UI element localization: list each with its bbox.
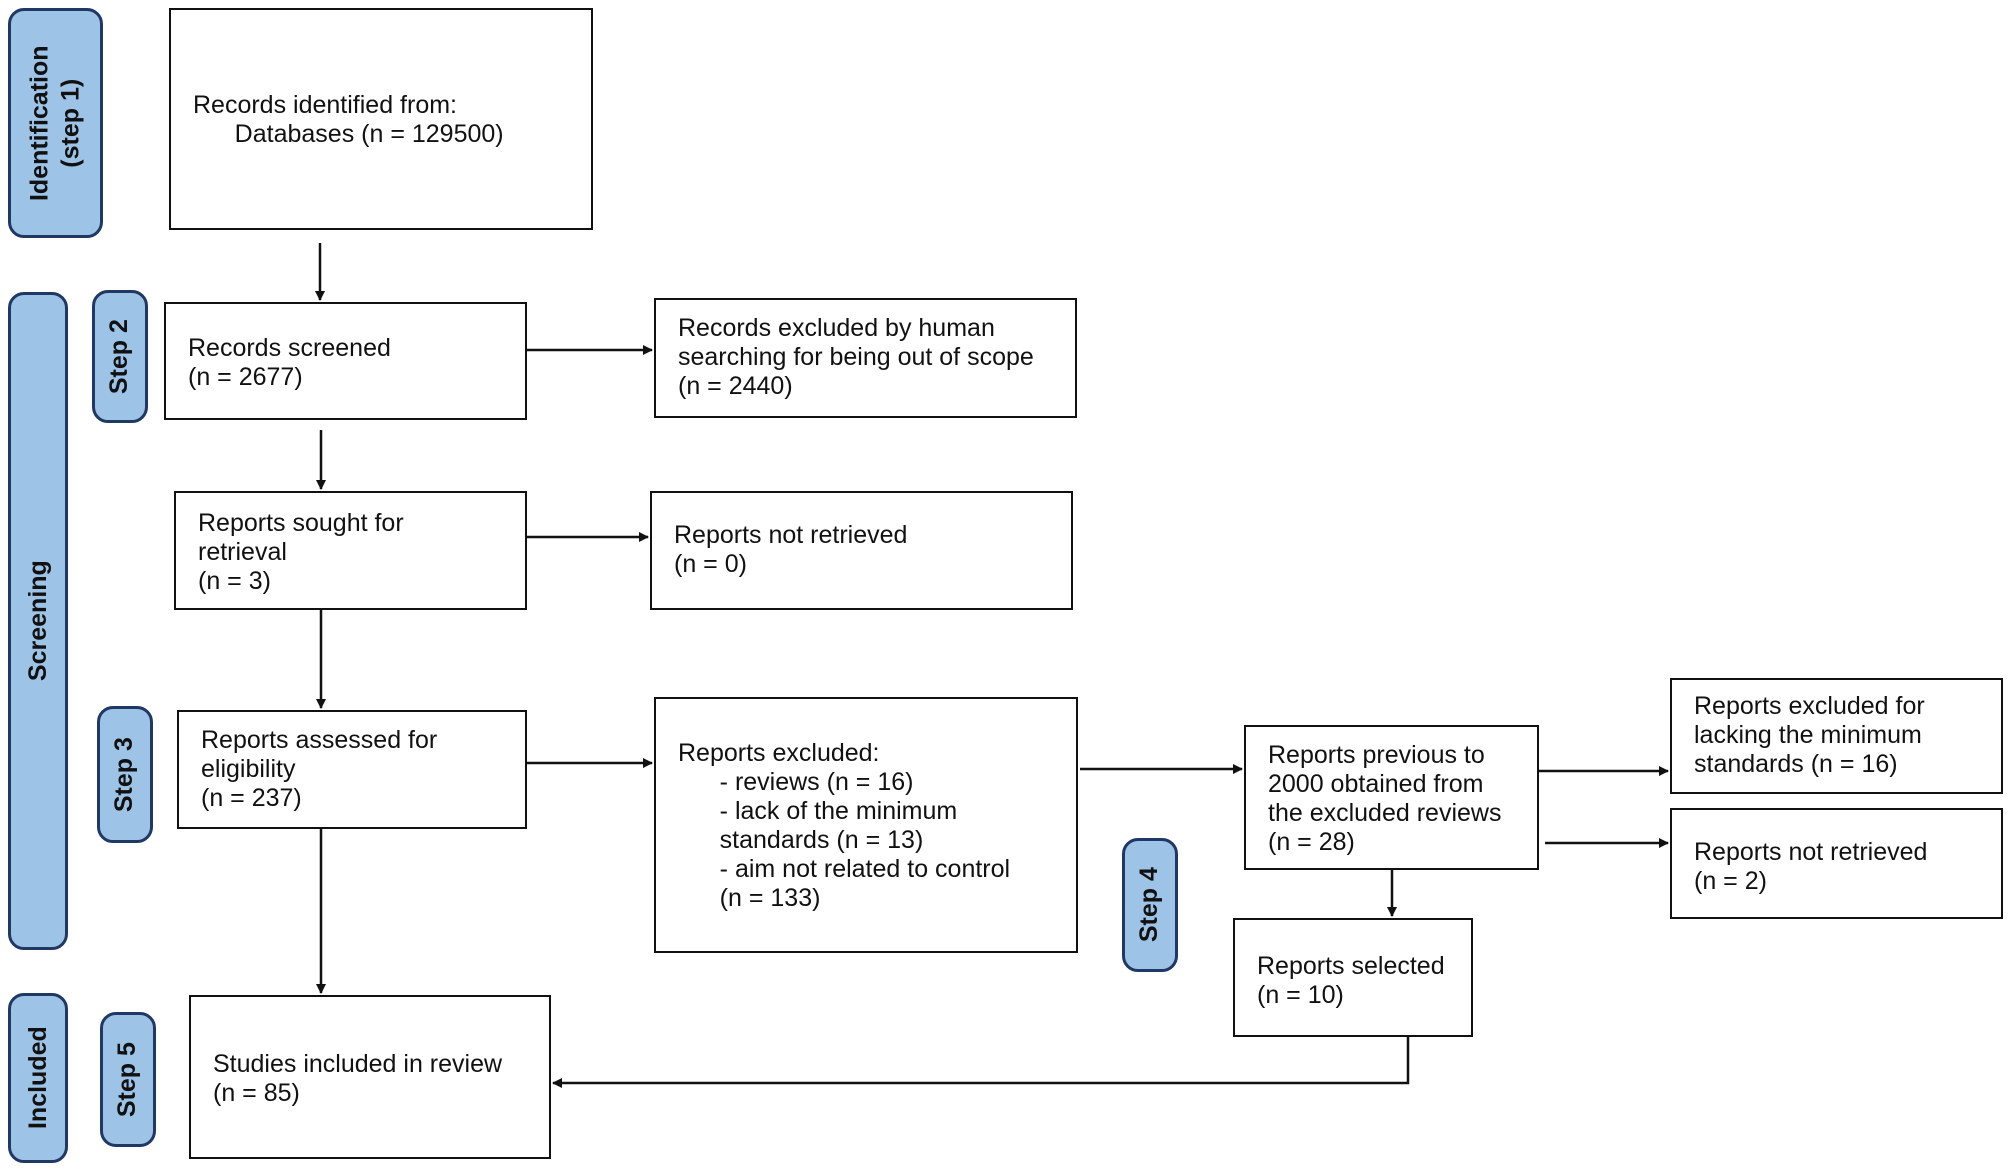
box-line: Reports excluded for	[1694, 692, 1925, 720]
box-line: (n = 0)	[674, 550, 747, 578]
box-line: Reports assessed for	[201, 726, 438, 754]
box-line: Reports sought for	[198, 509, 404, 537]
box-line: retrieval	[198, 538, 287, 566]
step-3-tag: Step 3	[97, 706, 153, 843]
phase-identification: Identification(step 1)	[8, 8, 103, 238]
box-line: (n = 2440)	[678, 372, 793, 400]
box-line: Reports excluded:	[678, 739, 880, 767]
box-line: (n = 237)	[201, 784, 302, 812]
arrow-selected-to-included	[552, 1037, 1410, 1088]
box-line: (n = 133)	[678, 884, 821, 912]
box-line: Records excluded by human	[678, 314, 995, 342]
box-line: Reports not retrieved	[674, 521, 908, 549]
box-line: the excluded reviews	[1268, 799, 1502, 827]
box-line: searching for being out of scope	[678, 343, 1034, 371]
reports-selected-box: Reports selected (n = 10)	[1233, 918, 1473, 1037]
records-identified-box: Records identified from: Databases (n = …	[169, 8, 593, 230]
box-line: (n = 2)	[1694, 867, 1767, 895]
reports-excluded-minimum-box: Reports excluded for lacking the minimum…	[1670, 678, 2003, 794]
box-line: standards (n = 16)	[1694, 750, 1898, 778]
box-line: (n = 2677)	[188, 363, 303, 391]
studies-included-box: Studies included in review (n = 85)	[189, 995, 551, 1159]
box-line: 2000 obtained from	[1268, 770, 1484, 798]
box-line: (n = 28)	[1268, 828, 1355, 856]
reports-previous-2000-box: Reports previous to 2000 obtained from t…	[1244, 725, 1539, 870]
box-line: - aim not related to control	[678, 855, 1011, 883]
box-line: (n = 10)	[1257, 981, 1344, 1009]
box-line: Records screened	[188, 334, 391, 362]
box-line: lacking the minimum	[1694, 721, 1922, 749]
box-line: (n = 85)	[213, 1079, 300, 1107]
box-line: Reports not retrieved	[1694, 838, 1928, 866]
box-line: eligibility	[201, 755, 296, 783]
phase-included: Included	[8, 993, 68, 1163]
box-line: - lack of the minimum	[678, 797, 958, 825]
box-line: - reviews (n = 16)	[678, 768, 914, 796]
reports-excluded-box: Reports excluded: - reviews (n = 16) - l…	[654, 697, 1078, 953]
box-line: Records identified from:	[193, 91, 458, 119]
step-2-tag: Step 2	[92, 290, 148, 423]
reports-not-retrieved-box-1: Reports not retrieved (n = 0)	[650, 491, 1073, 610]
box-line: Reports selected	[1257, 952, 1445, 980]
box-line: (n = 3)	[198, 567, 271, 595]
reports-not-retrieved-box-2: Reports not retrieved (n = 2)	[1670, 808, 2003, 919]
records-screened-box: Records screened (n = 2677)	[164, 302, 527, 420]
box-line: Reports previous to	[1268, 741, 1485, 769]
step-4-tag: Step 4	[1122, 838, 1178, 972]
reports-sought-box: Reports sought for retrieval (n = 3)	[174, 491, 527, 610]
phase-screening: Screening	[8, 292, 68, 950]
box-line: Studies included in review	[213, 1050, 503, 1078]
box-line: Databases (n = 129500)	[193, 120, 504, 148]
records-excluded-human-box: Records excluded by human searching for …	[654, 298, 1077, 418]
reports-assessed-box: Reports assessed for eligibility (n = 23…	[177, 710, 527, 829]
step-5-tag: Step 5	[100, 1012, 156, 1147]
box-line: standards (n = 13)	[678, 826, 924, 854]
